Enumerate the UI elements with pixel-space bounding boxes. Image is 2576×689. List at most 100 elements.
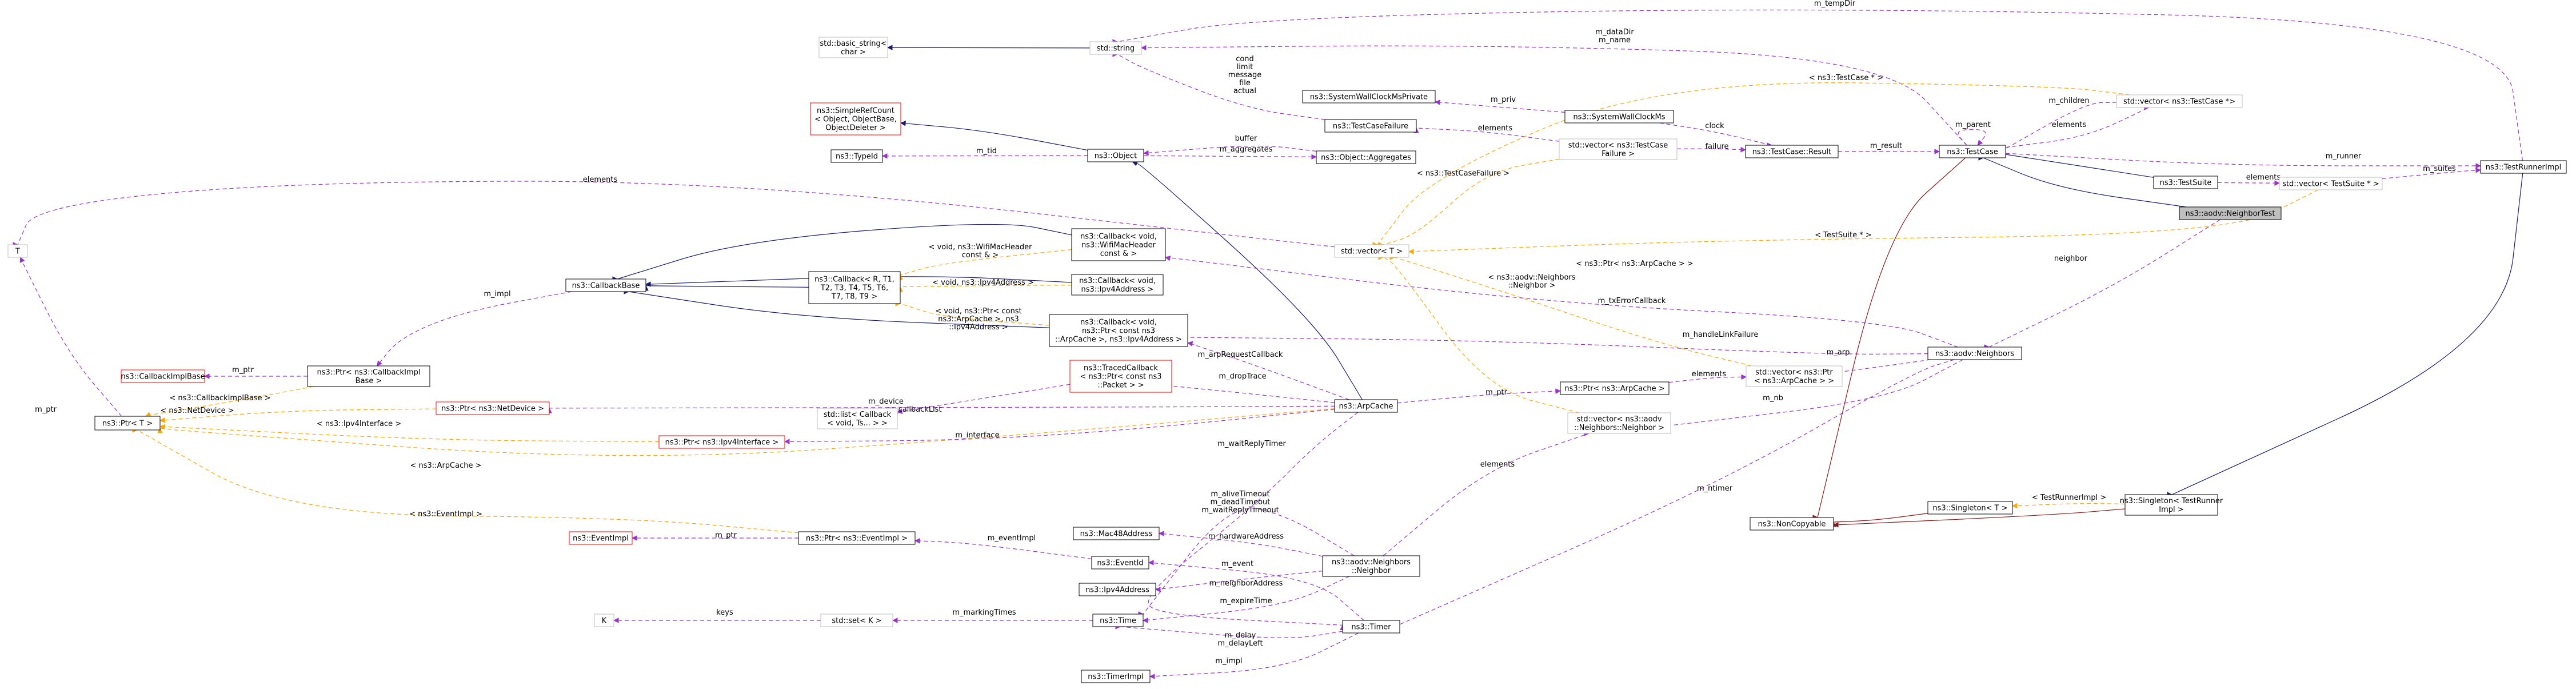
class-node[interactable]: std::basic_string<char > [818, 37, 888, 58]
class-node-box[interactable] [94, 416, 161, 431]
class-node[interactable]: ns3::NonCopyable [1750, 517, 1834, 531]
class-node-box[interactable] [1745, 145, 1839, 158]
class-node-box[interactable] [820, 614, 893, 627]
class-node[interactable]: ns3::TestSuite [2153, 176, 2218, 189]
class-node[interactable]: ns3::SystemWallClockMsPrivate [1302, 90, 1436, 103]
class-node-box[interactable] [1927, 501, 2013, 515]
class-node[interactable]: ns3::aodv::NeighborTest [2179, 206, 2282, 220]
class-node[interactable]: ns3::TestCaseFailure [1324, 119, 1417, 133]
class-node[interactable]: std::vector< ns3::Ptr< ns3::ArpCache > > [1746, 365, 1843, 387]
class-node[interactable]: ns3::Callback< void,ns3::WifiMacHeaderco… [1071, 228, 1166, 261]
class-node-box[interactable] [1092, 614, 1144, 627]
class-node[interactable]: ns3::TracedCallback< ns3::Ptr< const ns3… [1069, 360, 1172, 393]
class-node-box[interactable] [2116, 94, 2243, 108]
class-node[interactable]: std::vector< TestSuite * > [2279, 177, 2383, 190]
class-node[interactable]: ns3::aodv::Neighbors [1927, 347, 2022, 360]
class-node-box[interactable] [818, 37, 888, 58]
class-node[interactable]: std::vector< T > [1334, 244, 1409, 258]
class-node-box[interactable] [436, 401, 550, 415]
class-node[interactable]: ns3::Ptr< T > [94, 416, 161, 431]
class-node-box[interactable] [121, 369, 205, 383]
class-node[interactable]: K [594, 614, 614, 627]
class-node[interactable]: ns3::TestCase [1939, 145, 2006, 158]
class-node-box[interactable] [2480, 160, 2567, 174]
class-node-box[interactable] [1567, 412, 1671, 434]
class-node[interactable]: ns3::SystemWallClockMs [1564, 110, 1674, 124]
class-node[interactable]: ns3::Timer [1342, 620, 1400, 634]
class-node-box[interactable] [1091, 556, 1149, 569]
class-node-box[interactable] [2124, 494, 2218, 516]
class-node-box[interactable] [808, 271, 901, 304]
class-node-box[interactable] [1069, 360, 1172, 393]
class-node[interactable]: ns3::Mac48Address [1073, 527, 1160, 540]
class-node[interactable]: ns3::Ptr< ns3::EventImpl > [798, 531, 916, 545]
class-node[interactable]: ns3::Object::Aggregates [1316, 150, 1416, 164]
class-node-box[interactable] [1334, 244, 1409, 258]
class-node-box[interactable] [1316, 150, 1416, 164]
class-node[interactable]: T [7, 244, 28, 258]
class-node-box[interactable] [817, 408, 898, 429]
class-node[interactable]: ns3::TestRunnerImpl [2480, 160, 2567, 174]
class-node-box[interactable] [1927, 347, 2022, 360]
class-node[interactable]: ns3::Time [1092, 614, 1144, 627]
class-node[interactable]: ns3::Ptr< ns3::ArpCache > [1560, 381, 1670, 395]
class-node-box[interactable] [1939, 145, 2006, 158]
class-node-box[interactable] [830, 149, 883, 163]
class-node[interactable]: ns3::Object [1087, 149, 1144, 162]
class-node-box[interactable] [2153, 176, 2218, 189]
class-node-box[interactable] [1081, 670, 1151, 683]
class-node-box[interactable] [569, 531, 633, 545]
class-node[interactable]: std::list< Callback< void, Ts... > > [817, 408, 898, 429]
class-node-box[interactable] [1746, 365, 1843, 387]
class-node-box[interactable] [1559, 138, 1678, 160]
class-node-box[interactable] [594, 614, 614, 627]
class-node[interactable]: ns3::Ptr< ns3::Ipv4Interface > [658, 435, 785, 449]
class-node-box[interactable] [1049, 314, 1188, 347]
class-node-box[interactable] [1073, 527, 1160, 540]
class-node[interactable]: ns3::Ptr< ns3::CallbackImplBase > [307, 365, 430, 387]
class-node[interactable]: std::vector< ns3::TestCaseFailure > [1559, 138, 1678, 160]
class-node[interactable]: ns3::Ipv4Address [1079, 583, 1156, 596]
class-node[interactable]: ns3::TestCase::Result [1745, 145, 1839, 158]
class-node[interactable]: ns3::aodv::Neighbors::Neighbor [1322, 555, 1420, 577]
class-node[interactable]: std::set< K > [820, 614, 893, 627]
class-node[interactable]: std::vector< ns3::aodv::Neighbors::Neigh… [1567, 412, 1671, 434]
class-node[interactable]: ns3::EventId [1091, 556, 1149, 569]
class-node[interactable]: ns3::Callback< void,ns3::Ptr< const ns3:… [1049, 314, 1188, 347]
class-node-box[interactable] [1322, 555, 1420, 577]
class-node-box[interactable] [1087, 149, 1144, 162]
class-node[interactable]: std::string [1089, 41, 1142, 55]
class-node[interactable]: ns3::CallbackBase [565, 278, 646, 292]
class-node-box[interactable] [1079, 583, 1156, 596]
class-node[interactable]: std::vector< ns3::TestCase *> [2116, 94, 2243, 108]
class-node[interactable]: ns3::Ptr< ns3::NetDevice > [436, 401, 550, 415]
class-node-box[interactable] [1564, 110, 1674, 124]
class-node[interactable]: ns3::ArpCache [1334, 399, 1398, 413]
class-node-box[interactable] [1334, 399, 1398, 413]
class-node-box[interactable] [810, 102, 901, 136]
class-node-box[interactable] [798, 531, 916, 545]
class-node-box[interactable] [307, 365, 430, 387]
class-node-box[interactable] [565, 278, 646, 292]
class-node[interactable]: ns3::EventImpl [569, 531, 633, 545]
class-node-box[interactable] [1089, 41, 1142, 55]
class-node[interactable]: ns3::TypeId [830, 149, 883, 163]
class-node-box[interactable] [1302, 90, 1436, 103]
class-node[interactable]: ns3::Callback< void,ns3::Ipv4Address > [1071, 274, 1164, 296]
class-node-box[interactable] [1071, 228, 1166, 261]
class-node-box[interactable] [2179, 206, 2282, 220]
class-node-box[interactable] [658, 435, 785, 449]
class-node-box[interactable] [1750, 517, 1834, 531]
class-node[interactable]: ns3::Callback< R, T1,T2, T3, T4, T5, T6,… [808, 271, 901, 304]
class-node-box[interactable] [1342, 620, 1400, 634]
class-node-box[interactable] [1324, 119, 1417, 133]
class-node-box[interactable] [7, 244, 28, 258]
class-node-box[interactable] [2279, 177, 2383, 190]
class-node-box[interactable] [1071, 274, 1164, 296]
class-node[interactable]: ns3::Singleton< T > [1927, 501, 2013, 515]
class-node[interactable]: ns3::SimpleRefCount< Object, ObjectBase,… [810, 102, 901, 136]
class-node[interactable]: ns3::Singleton< TestRunnerImpl > [2120, 494, 2223, 516]
class-node[interactable]: ns3::CallbackImplBase [121, 369, 205, 383]
class-node[interactable]: ns3::TimerImpl [1081, 670, 1151, 683]
class-node-box[interactable] [1560, 381, 1670, 395]
